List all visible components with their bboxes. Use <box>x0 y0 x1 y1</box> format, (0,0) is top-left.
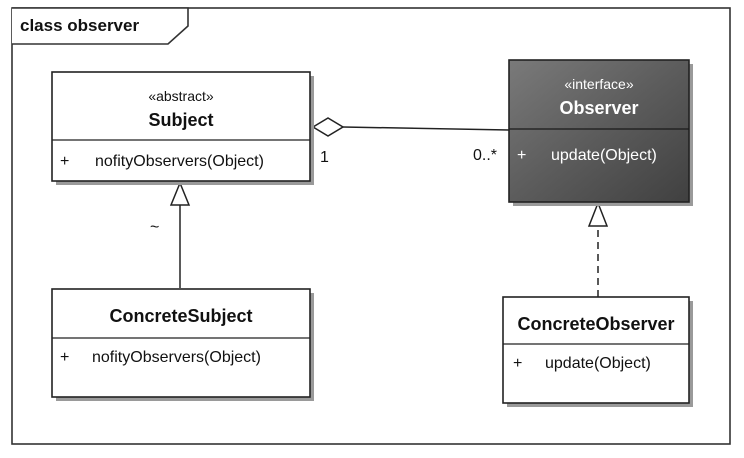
observer-name: Observer <box>559 98 638 118</box>
concrete-observer-op-visibility: + <box>513 355 522 372</box>
concrete-subject-name: ConcreteSubject <box>109 306 252 326</box>
class-concrete-subject[interactable]: ConcreteSubject + nofityObservers(Object… <box>51 288 314 401</box>
subject-name: Subject <box>148 110 213 130</box>
observer-op-visibility: + <box>517 147 526 164</box>
concrete-subject-op-visibility: + <box>60 349 69 366</box>
aggregation-diamond <box>311 117 345 137</box>
observer-stereotype: «interface» <box>564 76 633 92</box>
multiplicity-source: 1 <box>320 149 329 166</box>
frame-title: class observer <box>20 16 139 35</box>
multiplicity-target: 0..* <box>473 147 497 164</box>
subject-operation: nofityObservers(Object) <box>95 153 264 170</box>
class-concrete-observer[interactable]: ConcreteObserver + update(Object) <box>502 296 693 407</box>
aggregation-association[interactable] <box>311 117 511 137</box>
class-subject[interactable]: «abstract» Subject + nofityObservers(Obj… <box>51 71 314 185</box>
subject-op-visibility: + <box>60 153 69 170</box>
realization-arrowhead <box>587 200 609 227</box>
realization-observer[interactable] <box>587 200 609 297</box>
generalization-mark: ~ <box>150 219 159 236</box>
observer-operation: update(Object) <box>551 147 657 164</box>
generalization-arrowhead <box>169 181 191 206</box>
subject-stereotype: «abstract» <box>148 88 214 104</box>
concrete-subject-operation: nofityObservers(Object) <box>92 349 261 366</box>
concrete-observer-name: ConcreteObserver <box>517 314 674 334</box>
generalization-subject[interactable] <box>169 181 191 288</box>
class-observer[interactable]: «interface» Observer + update(Object) <box>508 59 693 206</box>
concrete-observer-operation: update(Object) <box>545 355 651 372</box>
